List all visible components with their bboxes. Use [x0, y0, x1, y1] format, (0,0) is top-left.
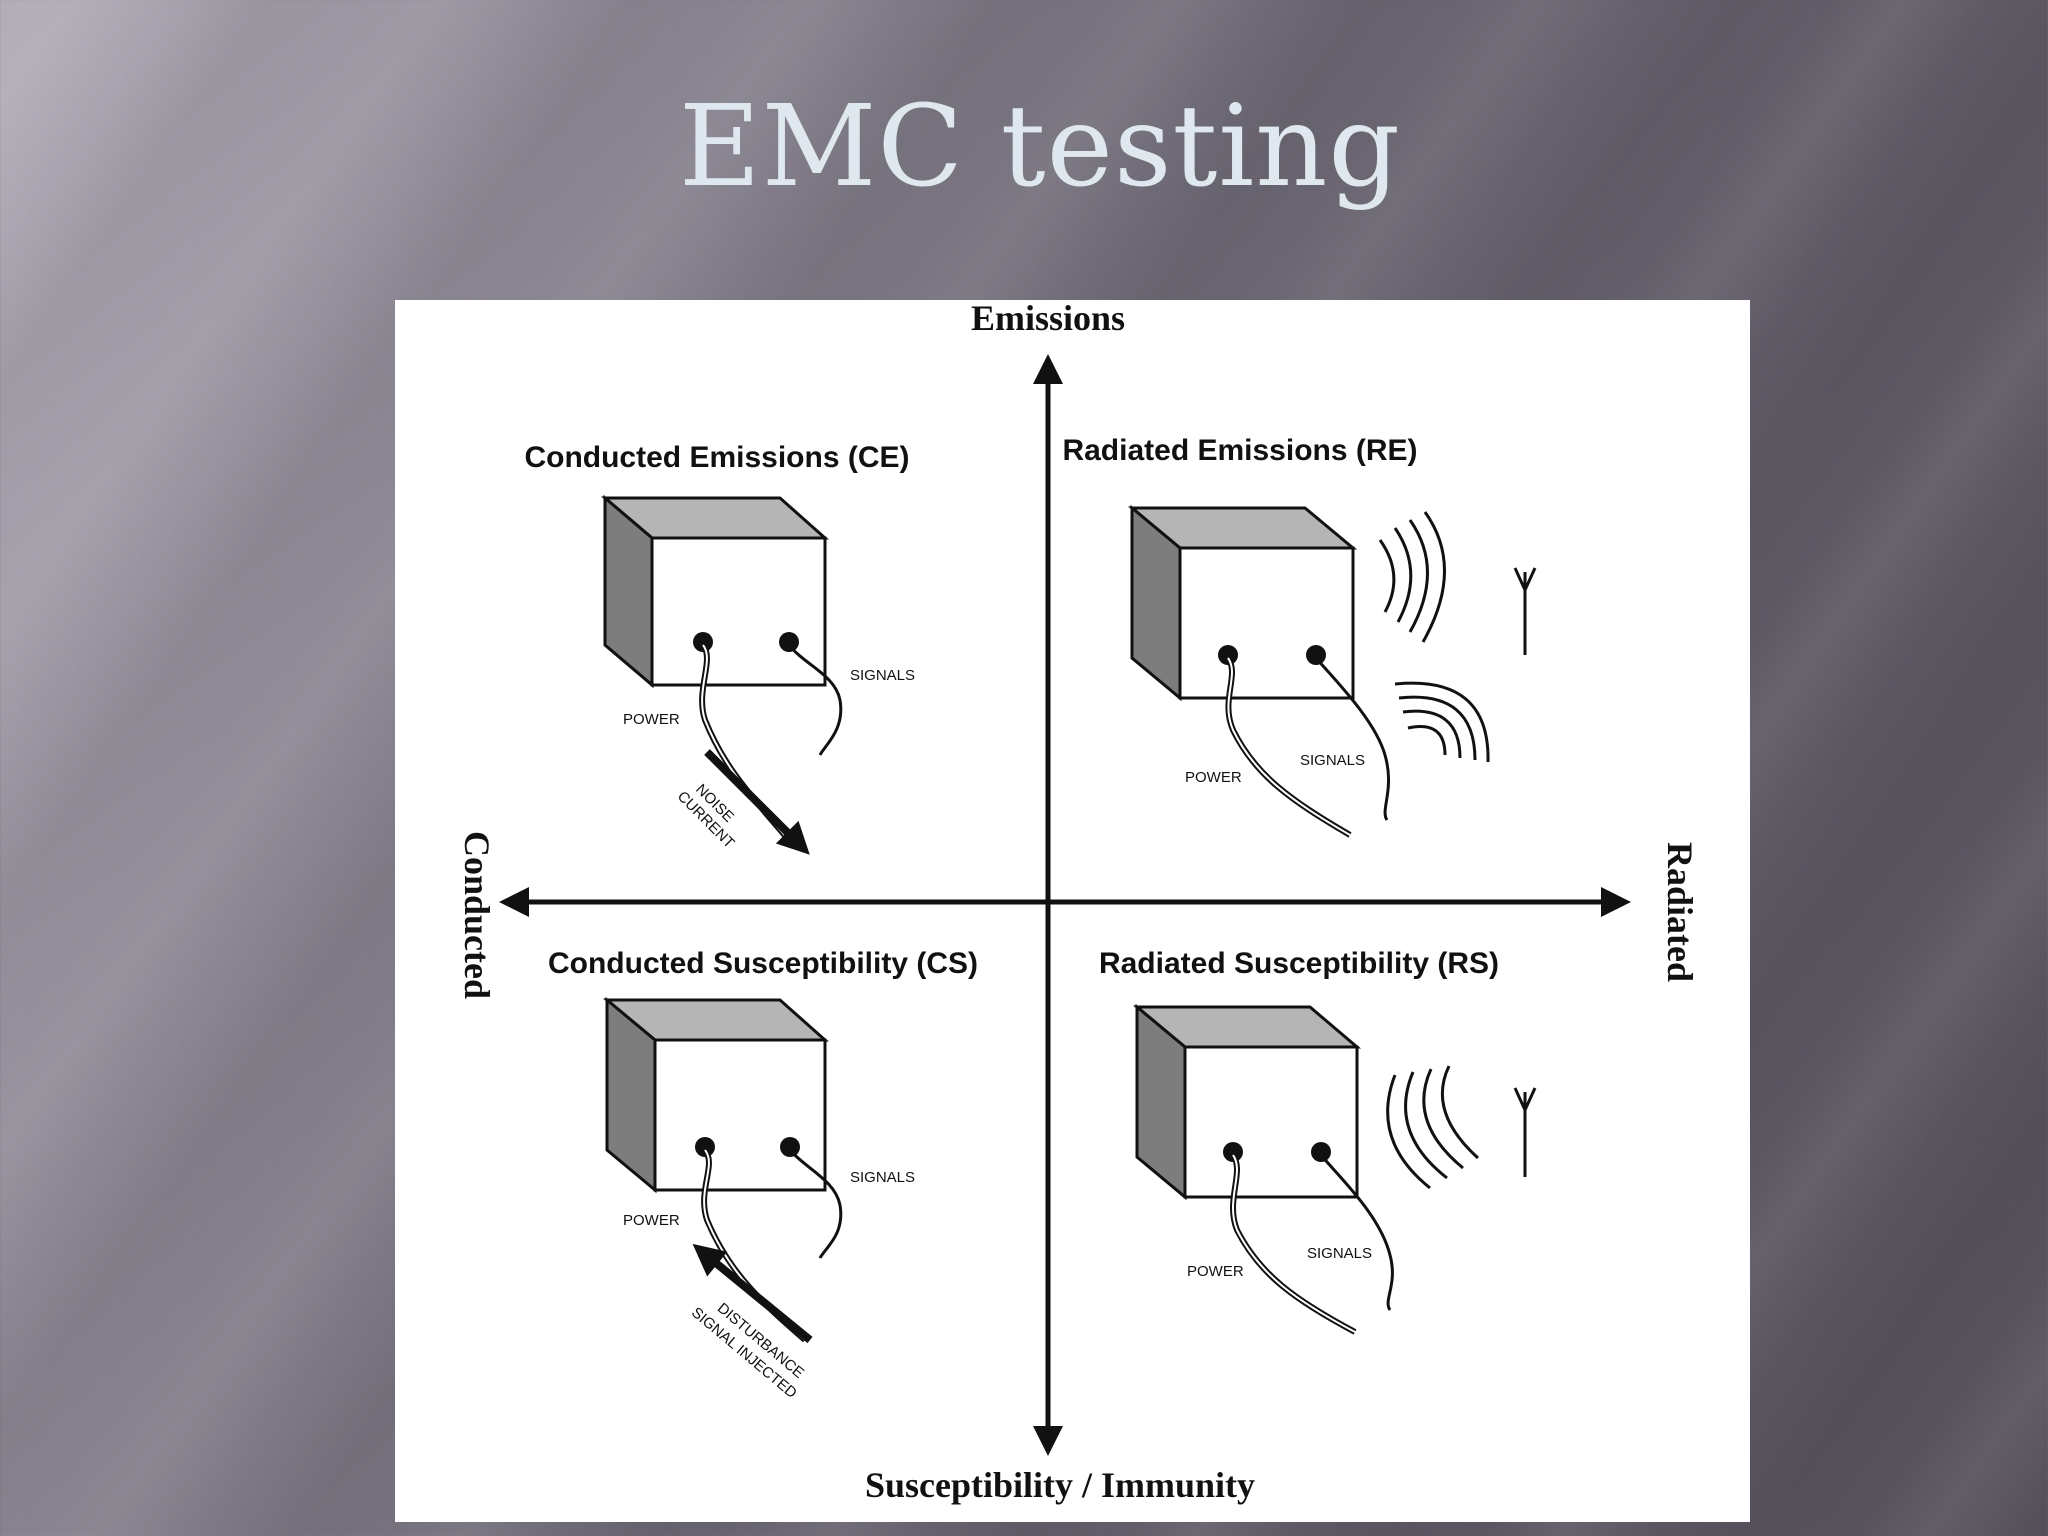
- quadrant-title-cs: Conducted Susceptibility (CS): [548, 947, 978, 980]
- quadrant-conducted-susceptibility: Conducted Susceptibility (CS) POWER SIGN…: [548, 947, 978, 1402]
- signals-label-cs: SIGNALS: [850, 1169, 915, 1186]
- equipment-box-ce: [600, 494, 829, 689]
- quadrant-radiated-susceptibility: Radiated Susceptibility (RS) POWER SIGNA…: [1099, 947, 1537, 1335]
- diagram-panel: Emissions Susceptibility / Immunity Cond…: [395, 300, 1750, 1522]
- equipment-box-cs: [602, 996, 829, 1194]
- signal-cable-re: [1314, 657, 1390, 821]
- axis-label-susceptibility: Susceptibility / Immunity: [865, 1465, 1255, 1505]
- signal-cable-cs: [788, 1149, 843, 1259]
- antenna-icon-rs: [1513, 1087, 1537, 1177]
- quadrant-title-ce: Conducted Emissions (CE): [524, 441, 909, 474]
- power-label-rs: POWER: [1187, 1263, 1244, 1280]
- power-label-cs: POWER: [623, 1212, 680, 1229]
- quadrant-conducted-emissions: Conducted Emissions (CE) POWER SIGNALS N…: [524, 441, 915, 855]
- signal-cable-rs: [1319, 1154, 1394, 1311]
- axis-label-conducted: Conducted: [457, 831, 497, 999]
- signals-label-re: SIGNALS: [1300, 752, 1365, 769]
- quadrant-title-rs: Radiated Susceptibility (RS): [1099, 947, 1499, 980]
- slide-title: EMC testing: [678, 82, 1402, 212]
- signal-cable-ce: [787, 644, 843, 756]
- noise-current-arrow: [704, 749, 810, 855]
- equipment-box-rs: [1132, 1003, 1362, 1201]
- axis-label-emissions: Emissions: [971, 300, 1125, 338]
- signals-label-rs: SIGNALS: [1307, 1245, 1372, 1262]
- radiation-waves-re-lower: [1394, 681, 1490, 763]
- power-label-re: POWER: [1185, 769, 1242, 786]
- power-label-ce: POWER: [623, 711, 680, 728]
- equipment-box-re: [1127, 504, 1358, 702]
- axis-label-radiated: Radiated: [1660, 842, 1700, 982]
- radiation-waves-rs: [1386, 1065, 1480, 1190]
- antenna-icon-re: [1513, 567, 1537, 655]
- emc-quadrant-diagram: Emissions Susceptibility / Immunity Cond…: [457, 300, 1700, 1505]
- quadrant-radiated-emissions: Radiated Emissions (RE) POWER SIGNALS: [1062, 434, 1537, 838]
- disturbance-arrow: [692, 1243, 813, 1344]
- signals-label-ce: SIGNALS: [850, 667, 915, 684]
- radiation-waves-re-upper: [1378, 511, 1446, 643]
- quadrant-title-re: Radiated Emissions (RE): [1062, 434, 1417, 467]
